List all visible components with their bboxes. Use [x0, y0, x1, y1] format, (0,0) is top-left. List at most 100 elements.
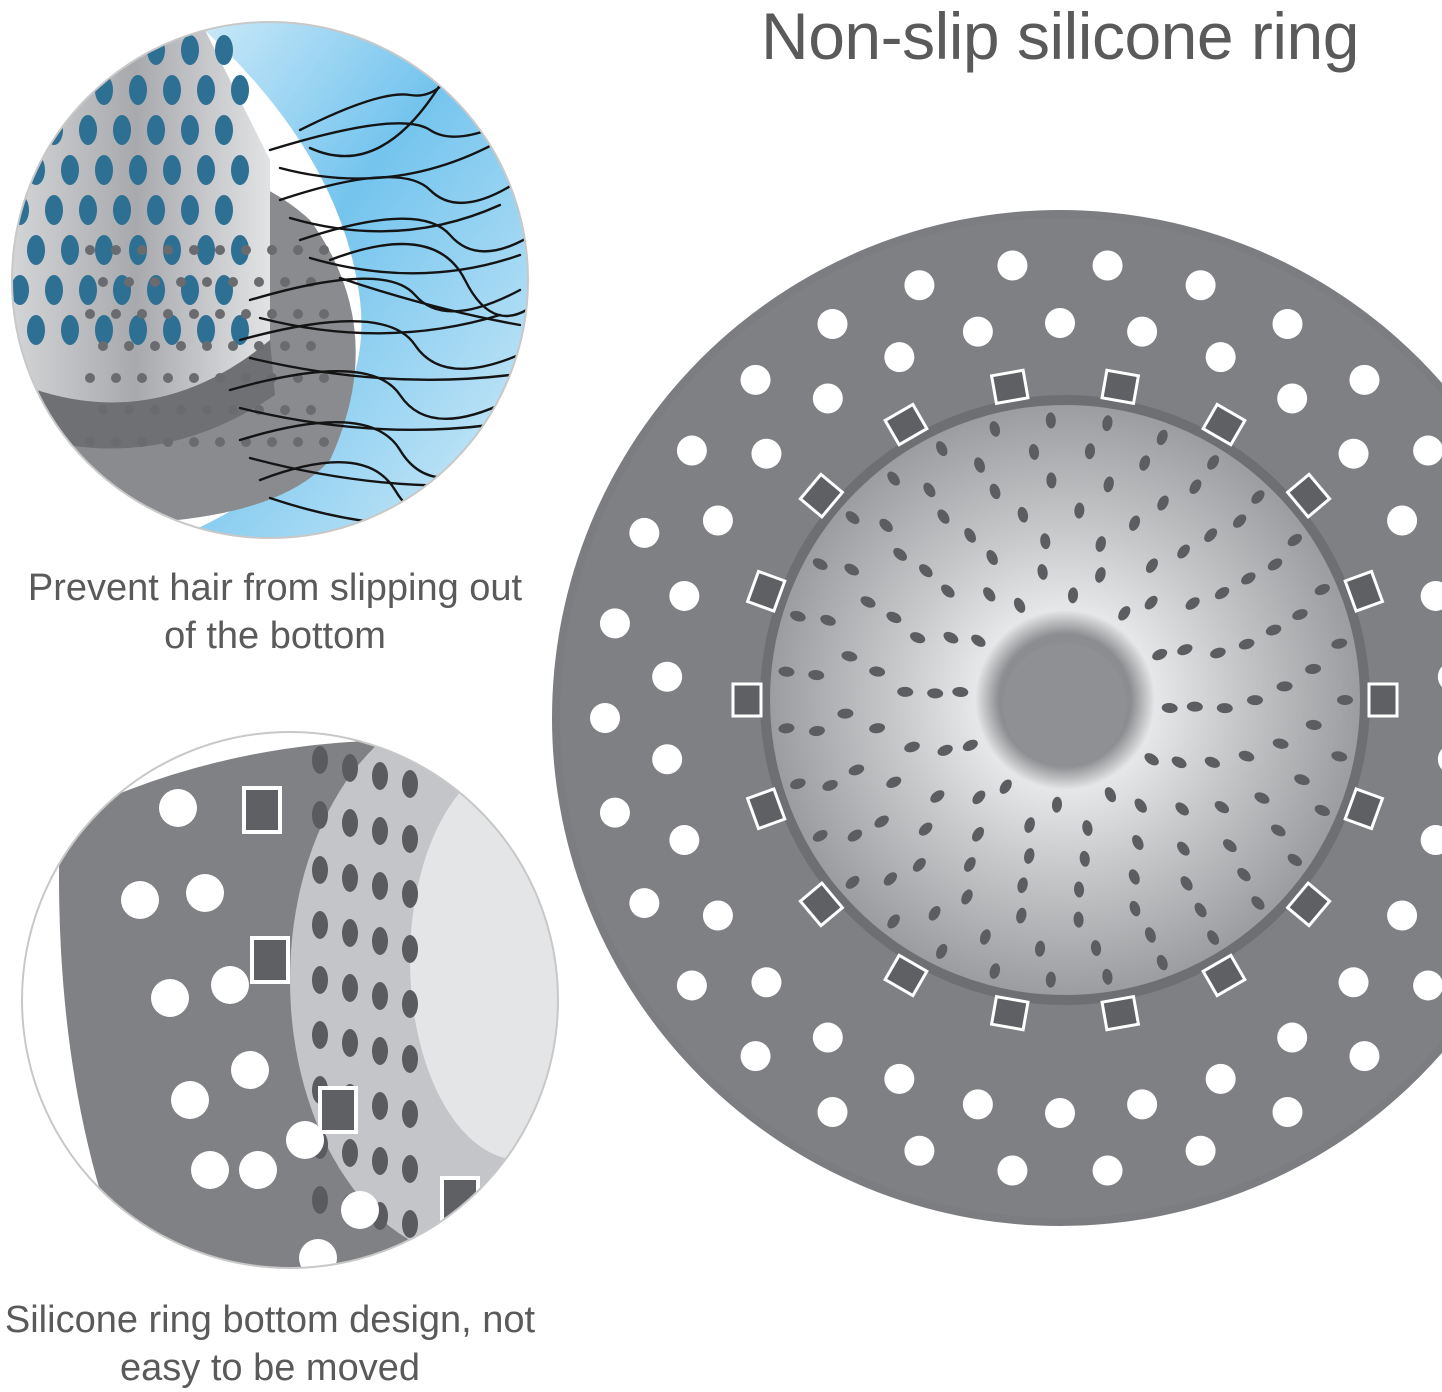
hair-strand: [328, 242, 528, 318]
base-dot: [319, 373, 329, 383]
closeup-basket-hole: [342, 1139, 358, 1167]
basket-hole: [808, 725, 825, 737]
ring-hole: [812, 1022, 843, 1053]
closeup-basket-hole: [312, 1186, 328, 1214]
basket-hole: [1175, 802, 1189, 816]
base-dot: [150, 405, 160, 415]
basket-hole: [1016, 907, 1027, 924]
closeup-ring-slot: [440, 1176, 480, 1224]
caption-hair-prevention: Prevent hair from slipping out of the bo…: [27, 567, 523, 657]
basket-hole: [1177, 544, 1190, 559]
ring-hole: [1349, 1041, 1380, 1072]
basket-hole: [1305, 663, 1322, 675]
base-dot: [267, 245, 277, 255]
cone-hole: [197, 75, 215, 105]
ring-slot: [883, 402, 929, 447]
closeup-basket-hole: [372, 762, 388, 790]
base-dot: [306, 341, 316, 351]
ring-hole: [817, 308, 848, 339]
basket-hole: [1254, 792, 1270, 804]
base-dot: [137, 309, 147, 319]
ring-hole: [884, 1063, 915, 1094]
ring-slot: [731, 682, 763, 718]
base-dot: [202, 277, 212, 287]
basket-hole: [860, 596, 876, 608]
closeup-basket-hole: [372, 927, 388, 955]
basket-hole: [1102, 415, 1113, 432]
base-dot: [202, 405, 212, 415]
cone-hole: [197, 235, 215, 265]
closeup-basket-hole: [342, 809, 358, 837]
ring-hole: [702, 900, 733, 931]
basket-hole: [1272, 738, 1289, 749]
basket-center: [1003, 643, 1127, 767]
ring-bottom-detail: [21, 731, 559, 1269]
basket-hole: [1287, 853, 1302, 867]
ring-hole: [629, 517, 660, 548]
closeup-basket-hole: [402, 825, 418, 853]
cone-hole: [61, 75, 79, 105]
closeup-ring-hole: [151, 979, 189, 1017]
hair-strand: [228, 370, 512, 420]
ring-hole: [669, 580, 700, 611]
base-dot: [241, 245, 251, 255]
basket-hole: [972, 827, 985, 842]
base-dot: [85, 245, 95, 255]
base-dot: [163, 437, 173, 447]
closeup-basket-hole: [402, 990, 418, 1018]
ring-hole: [1413, 970, 1442, 1001]
ring-hole: [997, 250, 1028, 281]
page-title: Non-slip silicone ring: [761, 0, 1359, 73]
base-dot: [98, 405, 108, 415]
basket-hole: [1186, 701, 1203, 712]
basket-hole: [961, 889, 973, 905]
base-dot: [163, 245, 173, 255]
base-dot: [280, 277, 290, 287]
base-dot: [189, 373, 199, 383]
ring-hole: [812, 383, 843, 414]
basket-hole: [1045, 971, 1056, 988]
ring-hole: [1413, 435, 1442, 466]
basket-hole: [1129, 900, 1141, 917]
ring-hole: [1272, 1097, 1303, 1128]
cone-hole: [12, 275, 29, 305]
basket-hole: [1314, 584, 1330, 596]
ring-hole: [1092, 250, 1123, 281]
base-dot: [228, 341, 238, 351]
base-dot: [254, 341, 264, 351]
basket-hole: [1251, 490, 1265, 504]
basket-hole: [1157, 495, 1169, 511]
basket-hole: [845, 875, 860, 889]
basket-hole: [1134, 798, 1147, 813]
cone-hole: [95, 155, 113, 185]
basket-hole: [1051, 796, 1063, 813]
base-dot: [85, 373, 95, 383]
base-dot: [215, 437, 225, 447]
base-dot: [176, 341, 186, 351]
ring-hole: [652, 661, 683, 692]
basket-hole: [935, 943, 948, 959]
hair-strand: [248, 277, 522, 313]
hair-strand: [298, 217, 528, 253]
ring-hole: [599, 797, 630, 828]
basket-hole: [837, 708, 854, 719]
basket-hole: [1223, 839, 1237, 853]
ring-slot: [745, 569, 787, 613]
closeup-basket-hole: [402, 1210, 418, 1238]
base-dot: [241, 373, 251, 383]
ring-hole: [817, 1097, 848, 1128]
ring-hole: [1338, 438, 1369, 469]
base-dot: [137, 437, 147, 447]
basket-hole: [1216, 703, 1233, 714]
ring-slot: [1285, 881, 1332, 928]
ring-hole: [1277, 1022, 1308, 1053]
basket-hole: [1207, 930, 1220, 945]
basket-hole: [963, 857, 976, 872]
base-dot: [280, 405, 290, 415]
basket-hole: [989, 963, 1001, 979]
basket-hole: [778, 666, 795, 677]
cone-hole: [197, 155, 215, 185]
basket-hole: [1314, 804, 1330, 816]
base-dot: [228, 405, 238, 415]
basket-hole: [1095, 536, 1106, 552]
